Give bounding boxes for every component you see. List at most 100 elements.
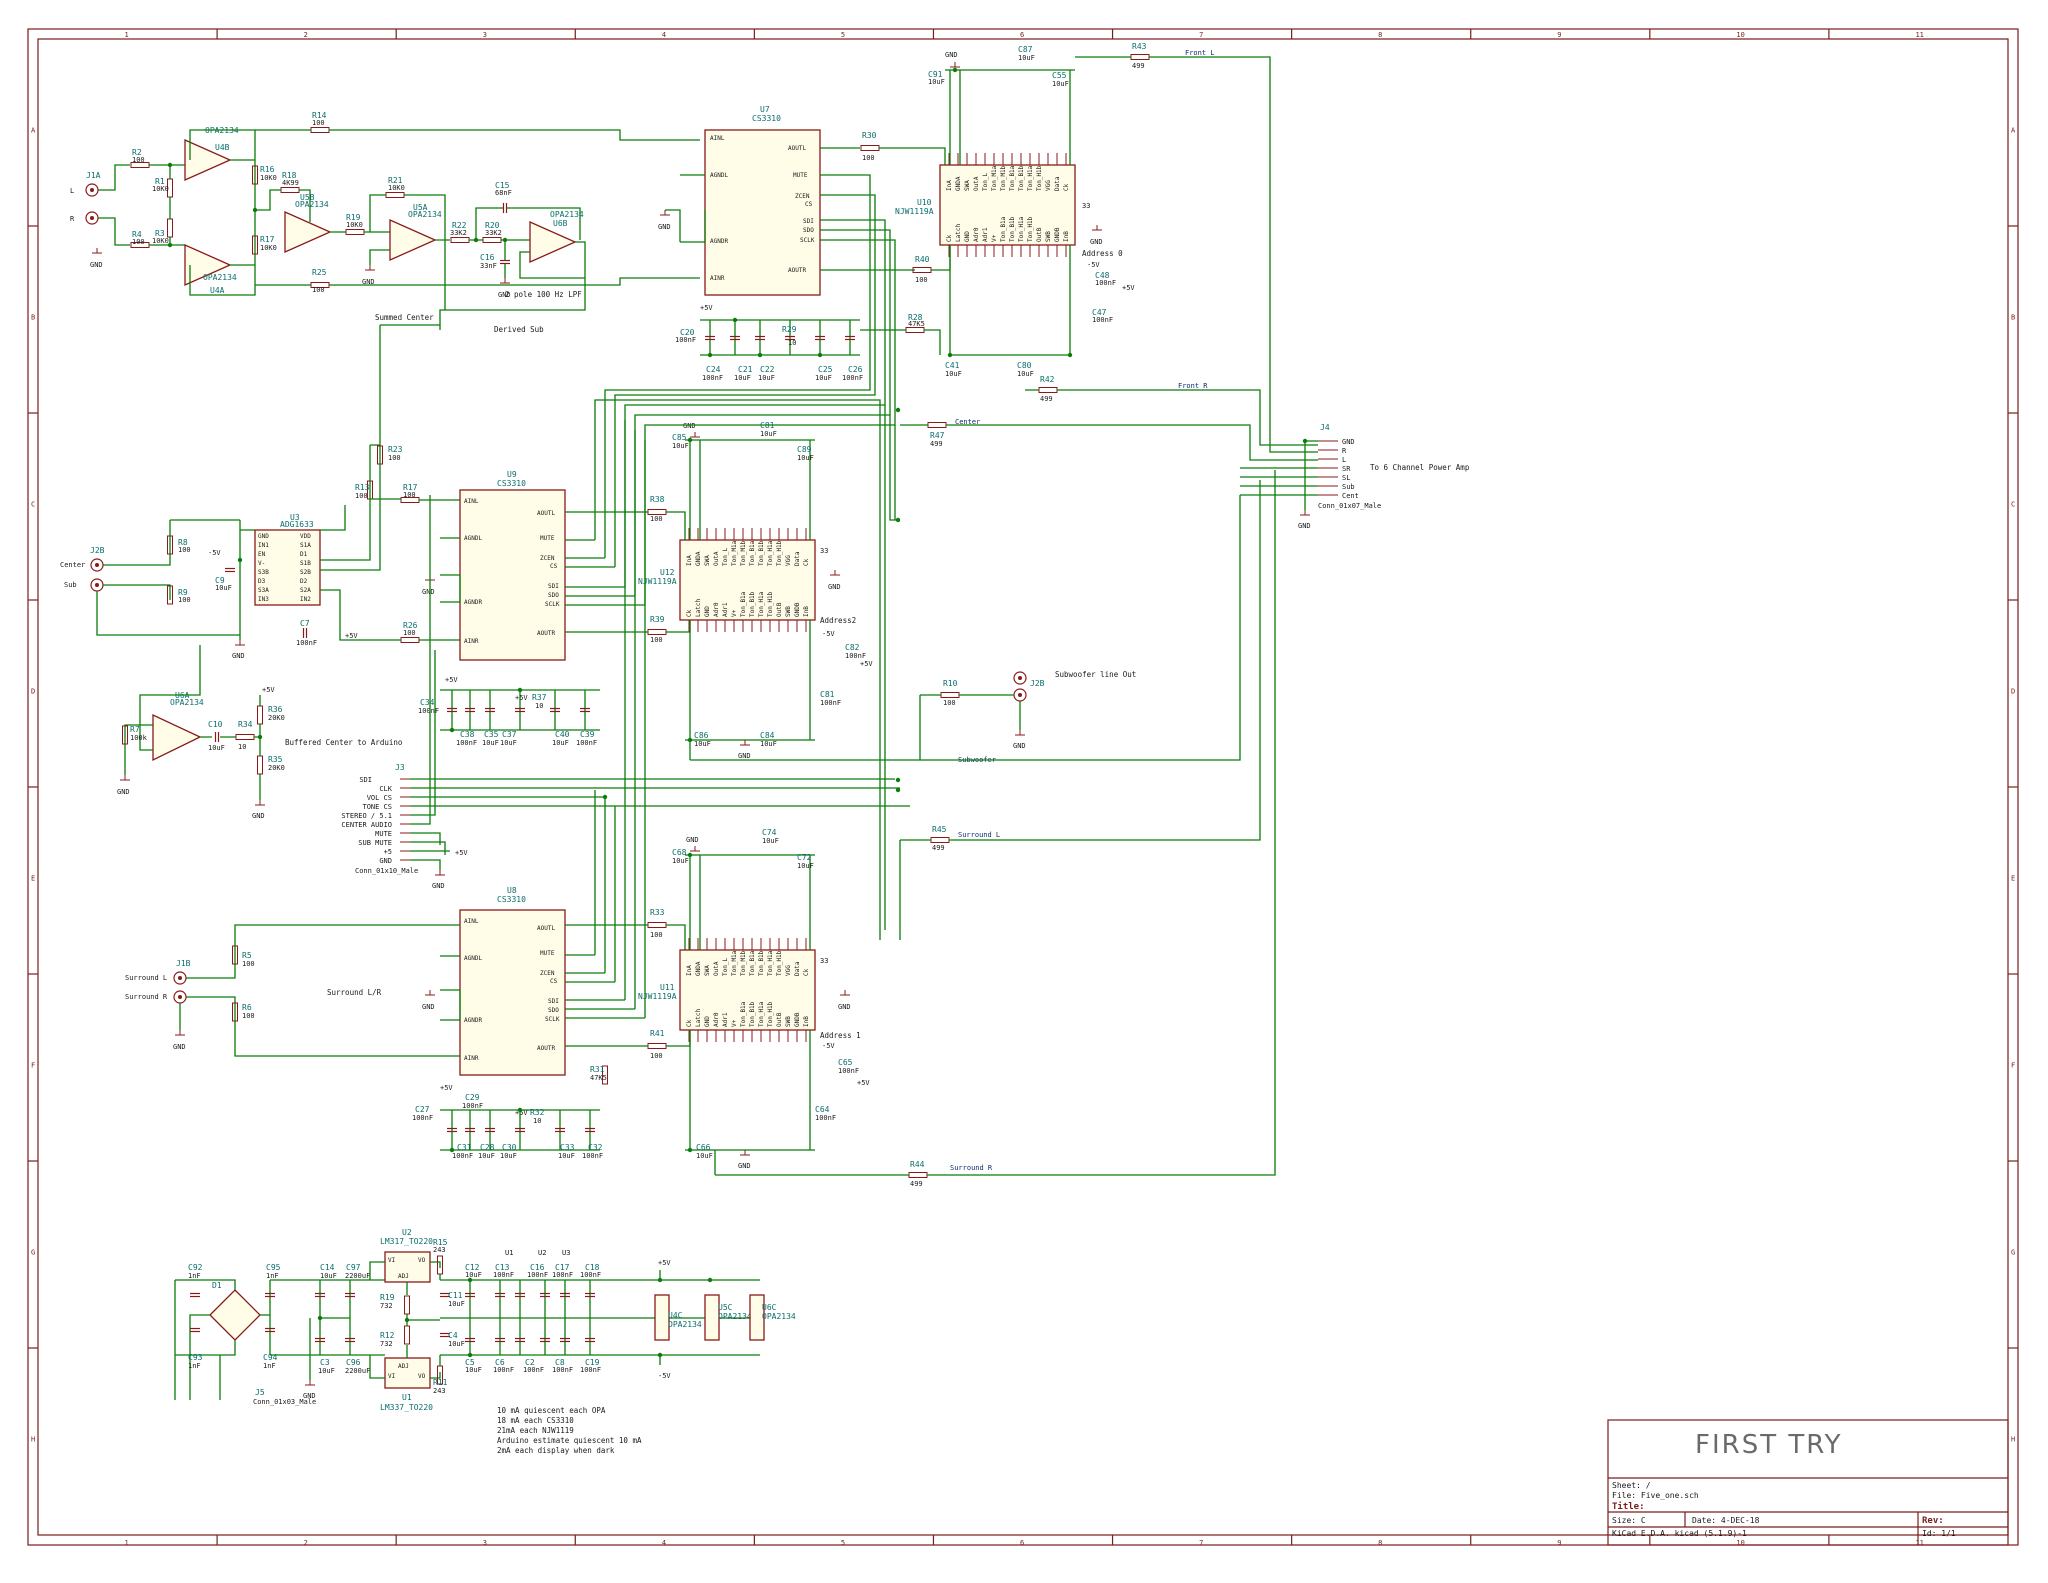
svg-text:10uF: 10uF — [762, 837, 779, 845]
nj-pin-label: GNDA — [955, 176, 962, 191]
svg-text:R11: R11 — [433, 1378, 448, 1387]
svg-text:499: 499 — [930, 440, 943, 448]
svg-text:SL: SL — [1342, 474, 1350, 482]
svg-text:732: 732 — [380, 1302, 393, 1310]
svg-text:LM337_TO220: LM337_TO220 — [380, 1403, 433, 1412]
svg-text:100nF: 100nF — [1092, 316, 1113, 324]
nj-pin-label: Data — [1054, 176, 1061, 191]
svg-text:CS: CS — [805, 201, 813, 208]
svg-text:10uF: 10uF — [815, 374, 832, 382]
nj-pin-label: Ton_B1b — [749, 591, 756, 617]
svg-text:100: 100 — [943, 699, 956, 707]
svg-text:AOUTR: AOUTR — [788, 267, 806, 274]
connector-j4: J4 GND R L SR SL Sub Cent Conn_01x07_Mal… — [1318, 423, 1470, 510]
svg-text:R37: R37 — [532, 693, 547, 702]
svg-text:100nF: 100nF — [552, 1366, 573, 1374]
svg-text:C15: C15 — [495, 181, 510, 190]
svg-text:100: 100 — [650, 636, 663, 644]
svg-text:68nF: 68nF — [495, 189, 512, 197]
svg-text:C32: C32 — [588, 1143, 603, 1152]
svg-text:C37: C37 — [502, 730, 517, 739]
nj-pin-label: Ton_B1b — [758, 950, 765, 976]
svg-text:10uF: 10uF — [500, 739, 517, 747]
u3-pin-label: S1A — [300, 542, 311, 549]
svg-text:CS: CS — [550, 563, 558, 570]
u3-pin-label: S2B — [300, 569, 311, 576]
svg-text:100: 100 — [132, 156, 145, 164]
svg-text:+5V: +5V — [440, 1084, 453, 1092]
svg-text:C68: C68 — [672, 848, 687, 857]
nj-pin-label: Latch — [695, 1009, 702, 1027]
svg-text:R: R — [1342, 447, 1347, 455]
svg-text:R7: R7 — [130, 725, 140, 734]
nj-pin-label: SWA — [964, 180, 971, 191]
svg-text:C95: C95 — [266, 1263, 281, 1272]
svg-text:499: 499 — [1132, 62, 1145, 70]
border-column-label: 3 — [483, 31, 487, 39]
nj-pin-label: Ton_H1b — [776, 540, 783, 566]
nj-pin-label: SWB — [785, 606, 792, 617]
nj-pin-label: Ton_B1a — [1000, 216, 1007, 242]
nj-pin-label: GND — [704, 1016, 711, 1027]
svg-text:U9: U9 — [507, 470, 517, 479]
nj-pin-label: Ck — [1063, 183, 1070, 191]
svg-text:R39: R39 — [650, 615, 665, 624]
svg-text:C6: C6 — [495, 1358, 505, 1367]
u3-pin-label: S1B — [300, 560, 311, 567]
svg-text:100nF: 100nF — [452, 1152, 473, 1160]
svg-text:+5V: +5V — [860, 660, 873, 668]
svg-text:Sub: Sub — [64, 581, 77, 589]
svg-text:VI: VI — [388, 1373, 396, 1380]
svg-text:C26: C26 — [848, 365, 863, 374]
svg-text:C22: C22 — [760, 365, 775, 374]
u3-pin-label: EN — [258, 551, 266, 558]
svg-text:R6: R6 — [242, 1003, 252, 1012]
svg-text:10K0: 10K0 — [260, 174, 277, 182]
svg-text:Conn_01x07_Male: Conn_01x07_Male — [1318, 502, 1381, 510]
svg-text:C65: C65 — [838, 1058, 853, 1067]
nj-pin-label: V+ — [731, 1019, 738, 1027]
svg-text:10uF: 10uF — [672, 857, 689, 865]
nj-pin-label: Ton_B1b — [758, 540, 765, 566]
note-address-1: Address 1 — [820, 1031, 861, 1040]
opamp-u5a: OPA2134 U5A — [389, 203, 442, 262]
u3-pin-label: V- — [258, 560, 265, 567]
svg-text:C16: C16 — [480, 253, 495, 262]
svg-text:R23: R23 — [388, 445, 403, 454]
svg-text:AOUTL: AOUTL — [788, 145, 806, 152]
border-row-label: D — [2011, 688, 2015, 696]
svg-text:C3: C3 — [320, 1358, 330, 1367]
nj-pin-label: OutB — [776, 602, 783, 617]
svg-text:C11: C11 — [448, 1291, 463, 1300]
svg-text:C89: C89 — [797, 445, 812, 454]
svg-text:100: 100 — [915, 276, 928, 284]
svg-text:33nF: 33nF — [480, 262, 497, 270]
note-address-0: Address 0 — [1082, 249, 1123, 258]
net-surround-r: Surround R — [950, 1164, 993, 1172]
nj-pin-label: Ton_B1a — [740, 1001, 747, 1027]
border-column-label: 4 — [662, 1539, 666, 1547]
svg-text:OPA2134: OPA2134 — [762, 1312, 796, 1321]
nj-pin-label: V+ — [991, 234, 998, 242]
border-row-label: C — [2011, 501, 2015, 509]
svg-text:10: 10 — [535, 702, 543, 710]
svg-text:OPA2134: OPA2134 — [718, 1312, 752, 1321]
svg-text:GND: GND — [1013, 742, 1026, 750]
svg-text:10K0: 10K0 — [346, 221, 363, 229]
input-jack-j1b: J1B Surround L Surround R — [125, 959, 191, 1004]
svg-text:499: 499 — [932, 844, 945, 852]
svg-text:C48: C48 — [1095, 271, 1110, 280]
svg-text:+5V: +5V — [658, 1259, 671, 1267]
note-derived-sub: Derived Sub — [494, 325, 544, 334]
svg-text:33: 33 — [820, 957, 828, 965]
svg-text:GND: GND — [738, 1162, 751, 1170]
svg-text:U2: U2 — [538, 1249, 546, 1257]
svg-text:SDI: SDI — [548, 583, 559, 590]
svg-text:C16: C16 — [530, 1263, 545, 1272]
svg-text:ADG1633: ADG1633 — [280, 520, 314, 529]
svg-text:10uF: 10uF — [448, 1340, 465, 1348]
nj-pin-label: Ton_H1a — [758, 1001, 765, 1027]
border-row-label: G — [2011, 1249, 2015, 1257]
